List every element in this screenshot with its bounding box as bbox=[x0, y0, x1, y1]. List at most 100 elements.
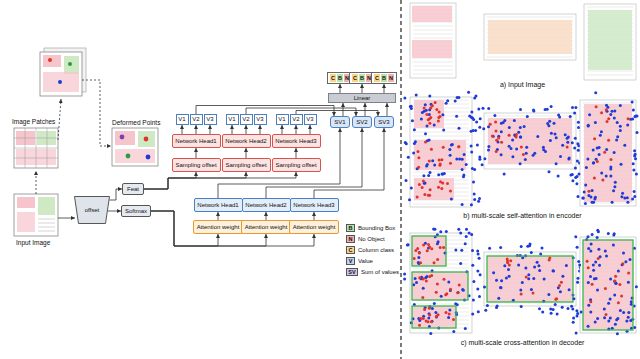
image-label: Deformed Points bbox=[112, 119, 160, 126]
sampling-point bbox=[502, 121, 505, 124]
box-outline bbox=[583, 240, 633, 330]
sampling-point bbox=[449, 162, 452, 165]
sampling-point bbox=[589, 275, 592, 278]
sampling-point bbox=[433, 124, 436, 127]
sampling-point bbox=[613, 109, 616, 112]
sampling-point bbox=[597, 248, 600, 251]
sampling-point bbox=[546, 108, 549, 111]
text-line bbox=[413, 74, 453, 75]
sampling-point bbox=[629, 258, 632, 261]
sampling-point bbox=[587, 125, 590, 128]
sampling-point bbox=[423, 308, 426, 311]
sampling-point bbox=[586, 260, 589, 263]
sampling-point bbox=[500, 279, 503, 282]
sampling-point bbox=[582, 197, 585, 200]
sampling-point bbox=[500, 130, 503, 133]
sampling-point bbox=[550, 312, 553, 315]
connector-arrow bbox=[232, 125, 233, 134]
trapezoid-shape bbox=[75, 197, 110, 224]
text-line bbox=[413, 30, 453, 31]
sampling-point bbox=[619, 129, 622, 132]
sampling-point bbox=[595, 105, 598, 108]
sampling-point bbox=[437, 186, 440, 189]
network-box: Network Head3 bbox=[272, 134, 321, 148]
sampling-point bbox=[500, 286, 503, 289]
sampling-point bbox=[445, 311, 448, 314]
sampling-point bbox=[573, 112, 576, 115]
connector-arrow bbox=[365, 103, 366, 116]
sampling-point bbox=[610, 158, 613, 161]
sampling-point bbox=[546, 122, 549, 125]
sampling-point bbox=[417, 256, 420, 259]
image-region bbox=[43, 72, 79, 92]
value-box: V3 bbox=[204, 114, 217, 125]
sampling-point bbox=[436, 283, 439, 286]
value-box: V3 bbox=[254, 114, 267, 125]
document-thumbnail bbox=[584, 4, 636, 80]
sampling-point bbox=[520, 245, 523, 248]
node-text: B bbox=[337, 74, 343, 82]
sampling-point bbox=[472, 299, 475, 302]
sampling-point bbox=[574, 137, 577, 140]
sampling-point bbox=[408, 198, 411, 201]
sampling-point bbox=[407, 156, 410, 159]
sampling-point bbox=[596, 236, 599, 239]
text-line bbox=[587, 71, 633, 72]
sampling-point bbox=[477, 200, 480, 203]
sampling-point bbox=[492, 135, 495, 138]
sampling-point bbox=[554, 298, 557, 301]
sampling-point bbox=[635, 285, 638, 288]
sampling-point bbox=[619, 104, 622, 107]
value-box: V1 bbox=[276, 114, 289, 125]
sampling-point bbox=[462, 289, 465, 292]
point bbox=[144, 137, 149, 142]
node-text: C bbox=[330, 74, 336, 82]
sampling-point bbox=[500, 153, 503, 156]
sampling-point bbox=[457, 145, 460, 148]
sampling-point bbox=[538, 307, 541, 310]
sampling-point bbox=[422, 179, 425, 182]
network-box: Network Head1 bbox=[172, 134, 221, 148]
connector-arrow bbox=[310, 125, 311, 134]
sampling-point bbox=[454, 100, 457, 103]
sampling-point bbox=[592, 269, 595, 272]
sampling-point bbox=[634, 157, 637, 160]
legend-text: No Object bbox=[358, 235, 385, 243]
legend-swatch: V bbox=[346, 257, 355, 265]
value-box: V2 bbox=[290, 114, 303, 125]
sampling-point bbox=[465, 228, 468, 231]
sum-box: SV1 bbox=[330, 116, 350, 128]
node-text: Sampling offset bbox=[175, 162, 216, 169]
connector-arrow bbox=[196, 125, 197, 134]
sampling-point bbox=[572, 317, 575, 320]
sampling-point bbox=[622, 311, 625, 314]
sampling-point bbox=[574, 106, 577, 109]
connector-arrow bbox=[266, 128, 362, 198]
sampling-point bbox=[607, 117, 610, 120]
sampling-point bbox=[609, 165, 612, 168]
sampling-point bbox=[523, 125, 526, 128]
connector-arrow bbox=[314, 128, 384, 198]
node-text: C bbox=[374, 74, 380, 82]
box-outline bbox=[412, 272, 468, 300]
box-outline bbox=[487, 256, 573, 302]
sampling-point bbox=[607, 302, 610, 305]
sampling-point bbox=[625, 320, 628, 323]
sampling-point bbox=[567, 136, 570, 139]
sampling-point bbox=[620, 195, 623, 198]
sampling-point bbox=[596, 289, 599, 292]
sampling-point bbox=[479, 273, 482, 276]
sampling-point bbox=[555, 136, 558, 139]
sampling-point bbox=[471, 264, 474, 267]
sampling-point bbox=[425, 109, 428, 112]
node-text: V3 bbox=[206, 116, 213, 123]
text-line bbox=[413, 66, 453, 67]
sampling-point bbox=[426, 249, 429, 252]
sampling-point bbox=[532, 109, 535, 112]
sampling-point bbox=[599, 134, 602, 137]
sampling-point bbox=[570, 305, 573, 308]
sampling-point bbox=[428, 94, 431, 97]
sampling-point bbox=[494, 121, 497, 124]
sampling-point bbox=[405, 179, 408, 182]
sampling-point bbox=[609, 317, 612, 320]
